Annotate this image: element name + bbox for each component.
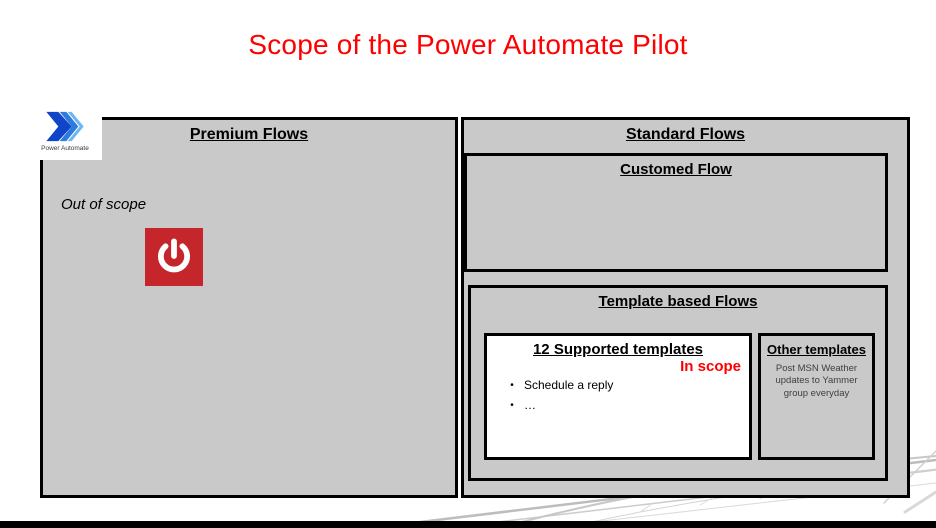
bullet-icon: •	[510, 380, 514, 391]
premium-flows-header: Premium Flows	[189, 126, 309, 143]
page-title: Scope of the Power Automate Pilot	[248, 29, 688, 60]
supported-templates-box: 12 Supported templates In scope • Schedu…	[484, 333, 752, 460]
supported-templates-list: • Schedule a reply • …	[500, 378, 741, 418]
list-item-label: Schedule a reply	[524, 378, 614, 392]
customed-flow-header: Customed Flow	[620, 161, 732, 178]
supported-templates-header: 12 Supported templates	[532, 341, 704, 358]
template-based-flows-header: Template based Flows	[598, 293, 758, 310]
other-templates-box: Other templates Post MSN Weather updates…	[758, 333, 875, 460]
premium-flows-panel: Premium Flows Out of scope	[40, 117, 458, 498]
bullet-icon: •	[510, 400, 514, 411]
in-scope-label: In scope	[680, 358, 741, 375]
power-automate-logo-caption: Power Automate	[41, 145, 89, 152]
footer-bar	[0, 521, 936, 528]
power-automate-icon	[46, 111, 84, 142]
power-off-icon	[145, 228, 203, 286]
power-automate-logo: Power Automate	[28, 107, 102, 160]
other-templates-header: Other templates	[767, 342, 866, 357]
out-of-scope-label: Out of scope	[61, 196, 147, 213]
other-templates-description: Post MSN Weather updates to Yammer group…	[775, 362, 858, 400]
list-item: • …	[500, 398, 741, 413]
standard-flows-header: Standard Flows	[625, 126, 746, 143]
list-item-label: …	[524, 398, 536, 412]
customed-flow-box: Customed Flow	[464, 153, 888, 272]
list-item: • Schedule a reply	[500, 378, 741, 393]
